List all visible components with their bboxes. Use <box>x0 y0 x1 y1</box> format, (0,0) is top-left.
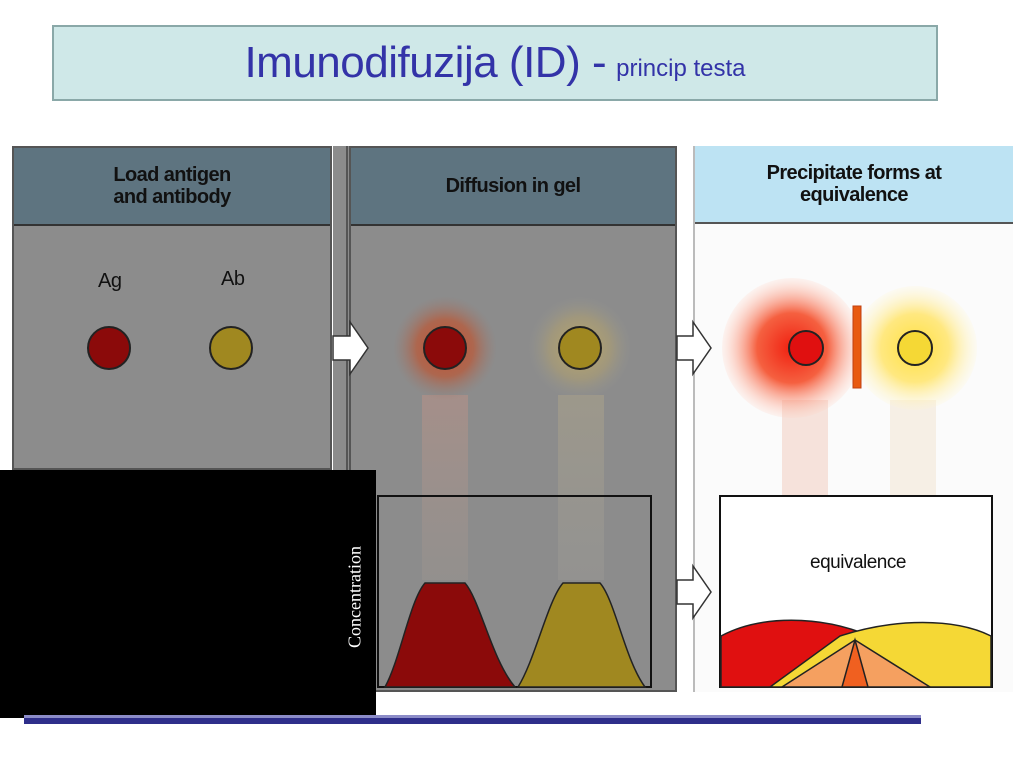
panel-load-header-line1: Load antigen <box>113 164 231 186</box>
antigen-concentration-peak <box>383 582 517 688</box>
panel-divider <box>333 146 349 470</box>
panel-diffusion: Diffusion in gel <box>349 146 677 692</box>
precipitate-line <box>852 305 862 389</box>
panel-diffusion-header: Diffusion in gel <box>351 148 675 226</box>
panel-precipitate-header: Precipitate forms at equivalence <box>695 146 1013 224</box>
concentration-axis-label: Concentration <box>344 546 365 649</box>
equivalence-label: equivalence <box>810 552 906 573</box>
antibody-label: Ab <box>221 268 245 290</box>
antibody-well <box>209 326 253 370</box>
antibody-concentration-peak <box>516 582 647 688</box>
antigen-well-diffusing <box>423 326 467 370</box>
panel-precipitate-header-line1: Precipitate forms at <box>766 162 942 184</box>
title-main: Imunodifuzija (ID) - <box>244 38 607 87</box>
bottom-decoration-bar <box>24 715 921 724</box>
antibody-stream-dim <box>558 395 604 580</box>
equivalence-zone <box>841 637 869 688</box>
right-arrow-icon <box>332 319 369 377</box>
right-arrow-icon <box>676 319 712 377</box>
slide-title: Imunodifuzija (ID) - princip testa <box>52 25 938 101</box>
panel-load-header-line2: and antibody <box>113 186 231 208</box>
title-sub: princip testa <box>616 55 746 82</box>
panel-divider-line <box>346 146 348 470</box>
antibody-well-precipitate <box>897 330 933 366</box>
right-arrow-icon <box>676 563 712 621</box>
antigen-stream-dim <box>422 395 468 580</box>
panel-precipitate-header-line2: equivalence <box>800 184 909 206</box>
antigen-label: Ag <box>98 270 122 292</box>
black-overlay-box <box>0 470 376 718</box>
panel-load: Load antigen and antibody Ag Ab <box>12 146 332 470</box>
antigen-well-precipitate <box>788 330 824 366</box>
panel-diffusion-header-line1: Diffusion in gel <box>445 175 581 197</box>
panel-load-header: Load antigen and antibody <box>14 148 330 226</box>
antibody-well-diffusing <box>558 326 602 370</box>
bottom-decoration-highlight <box>24 715 921 718</box>
antigen-well <box>87 326 131 370</box>
